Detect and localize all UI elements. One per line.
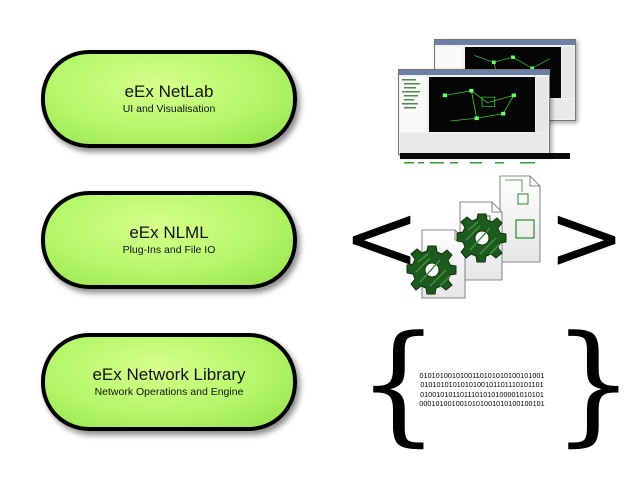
layer-subtitle: Plug-Ins and File IO bbox=[122, 244, 216, 256]
layer-nlml[interactable]: eEx NLML Plug-Ins and File IO bbox=[41, 191, 297, 289]
binary-line: 0100101011011101010100001010101 bbox=[420, 389, 544, 399]
window-properties-panel bbox=[562, 47, 574, 98]
window-bottom-panel bbox=[400, 133, 548, 153]
console-strip bbox=[400, 153, 570, 164]
app-window-front bbox=[398, 69, 550, 155]
layer-netlab[interactable]: eEx NetLab UI and Visualisation bbox=[41, 50, 297, 148]
brace-close: } bbox=[552, 307, 635, 459]
binary-line: 0101010101010100101101110101101 bbox=[420, 380, 544, 390]
layer-subtitle: UI and Visualisation bbox=[122, 103, 216, 115]
gear-document-icon bbox=[406, 175, 541, 299]
binary-line: 0001010010010101001010100100101 bbox=[419, 399, 545, 409]
console-output-icon bbox=[404, 162, 535, 164]
window-titlebar bbox=[435, 40, 575, 45]
layer-title: eEx Network Library bbox=[92, 365, 246, 384]
window-sidebar bbox=[400, 77, 426, 132]
binary-line: 0101010010100110101010100101001 bbox=[419, 371, 545, 380]
layer-title: eEx NLML bbox=[129, 223, 209, 242]
tree-list-icon bbox=[402, 79, 420, 109]
network-graph-icon bbox=[442, 88, 516, 122]
plugin-documents-illustration bbox=[400, 172, 550, 302]
brace-open: { bbox=[357, 307, 440, 459]
layer-subtitle: Network Operations and Engine bbox=[94, 386, 244, 398]
layer-network-library[interactable]: eEx Network Library Network Operations a… bbox=[41, 333, 297, 431]
window-titlebar bbox=[399, 70, 549, 75]
network-canvas bbox=[429, 77, 535, 132]
angle-bracket-close: > bbox=[548, 184, 626, 291]
ui-screenshot-illustration bbox=[390, 35, 580, 164]
binary-data-block: 0101010010100110101010100101001 01010101… bbox=[412, 371, 552, 409]
window-properties-panel bbox=[536, 77, 548, 132]
layer-title: eEx NetLab bbox=[124, 82, 214, 101]
